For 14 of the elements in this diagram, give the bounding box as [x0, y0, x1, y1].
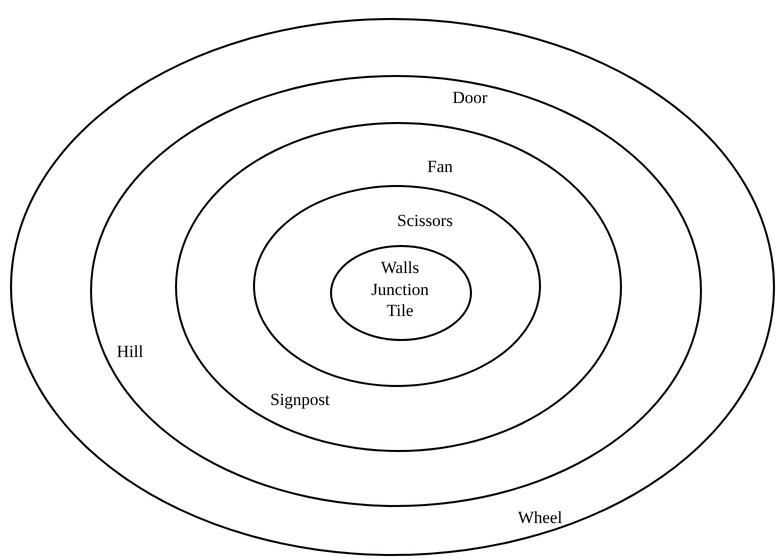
ellipse	[175, 122, 622, 452]
ellipse	[330, 245, 472, 341]
ring-label: Junction	[371, 280, 429, 300]
ring-label: Wheel	[518, 508, 562, 528]
ring-label: Door	[452, 88, 488, 108]
ellipse	[90, 75, 702, 507]
ring-label: Scissors	[397, 211, 453, 231]
ring-label: Fan	[427, 157, 453, 177]
ring-label: Walls	[380, 258, 420, 278]
ellipse	[253, 185, 541, 387]
ring-label: Hill	[116, 342, 144, 362]
ellipse	[10, 18, 775, 556]
ring-label: Signpost	[270, 390, 330, 410]
ring-label: Tile	[386, 301, 414, 321]
